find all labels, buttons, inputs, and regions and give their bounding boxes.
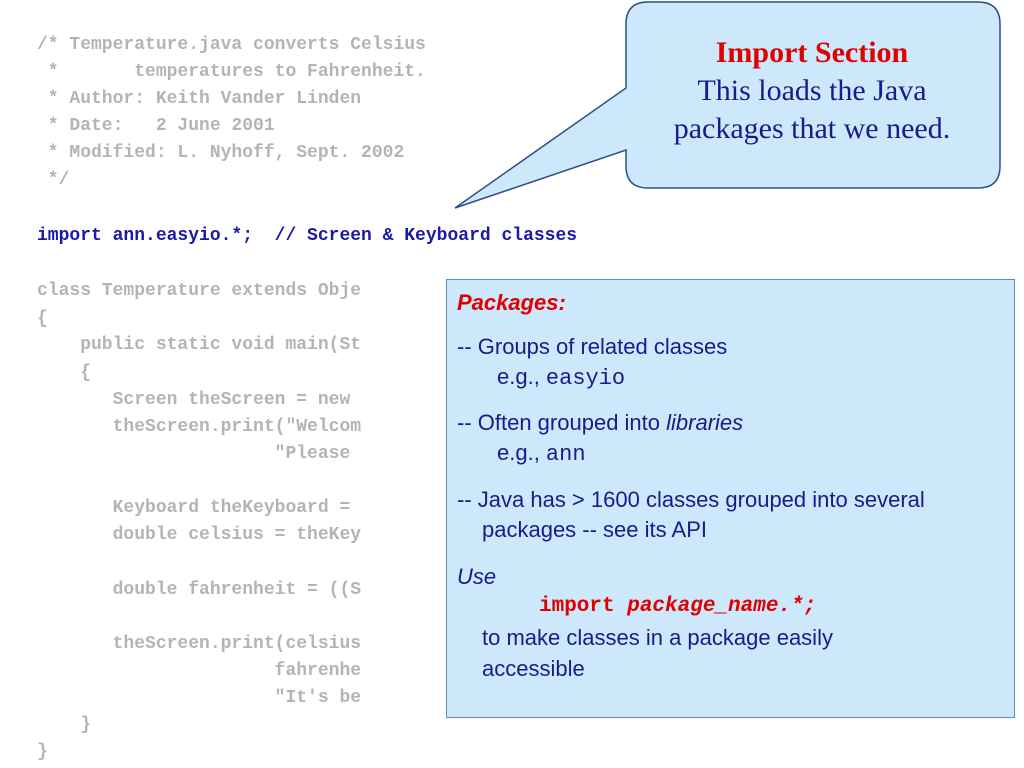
code-line: * Author: Keith Vander Linden [37,89,362,109]
code-line: Keyboard theKeyboard = [37,498,351,518]
example-line: e.g., ann [497,440,586,468]
item-libraries: -- Often grouped into libraries [457,410,743,436]
callout-line: packages that we need. [673,112,951,145]
code-line: } [37,715,92,735]
import-package-name: package_name.*; [627,595,817,618]
import-syntax: import package_name.*; [539,594,816,620]
use-description-cont: accessible [482,656,585,681]
use-description: to make classes in a package easily [482,625,833,650]
packages-info-box: Packages: -- Groups of related classes e… [446,279,1015,718]
import-statement-line: import ann.easyio.*; // Screen & Keyboar… [37,226,578,246]
callout-line: This loads the Java [697,74,927,107]
code-line: theScreen.print(celsius [37,634,362,654]
item-groups-of-classes: -- Groups of related classes [457,334,728,359]
code-line: double celsius = theKey [37,525,362,545]
code-line: { [37,309,48,329]
code-line: */ [37,170,70,190]
example-line: e.g., easyio [497,364,625,392]
example-label: e.g., [497,364,546,389]
code-line: "It's be [37,688,362,708]
code-line: } [37,742,48,762]
code-line: Screen theScreen = new [37,390,351,410]
item-java-classes: -- Java has > 1600 classes grouped into … [457,487,925,512]
code-line: fahrenhe [37,661,362,681]
code-line: * Modified: L. Nyhoff, Sept. 2002 [37,143,405,163]
example-code: ann [545,442,586,467]
code-line: theScreen.print("Welcom [37,417,362,437]
code-line: double fahrenheit = ((S [37,580,362,600]
code-line: * temperatures to Fahrenheit. [37,62,426,82]
use-label: Use [457,564,497,589]
code-line: class Temperature extends Obje [37,281,362,301]
packages-heading: Packages: [457,290,566,315]
import-keyword: import [539,595,628,618]
callout-title: Import Section [715,36,909,69]
code-line: /* Temperature.java converts Celsius [37,35,426,55]
code-line: * Date: 2 June 2001 [37,116,275,136]
item-java-classes-cont: packages -- see its API [482,517,707,542]
example-label: e.g., [497,440,546,465]
libraries-emphasis: libraries [666,410,744,435]
item-libraries-text: -- Often grouped into [457,410,667,435]
code-line: "Please [37,444,351,464]
code-line: public static void main(St [37,335,362,355]
callout-text: Import Section This loads the Java packa… [626,34,998,148]
example-code: easyio [545,366,626,391]
code-line: { [37,363,92,383]
